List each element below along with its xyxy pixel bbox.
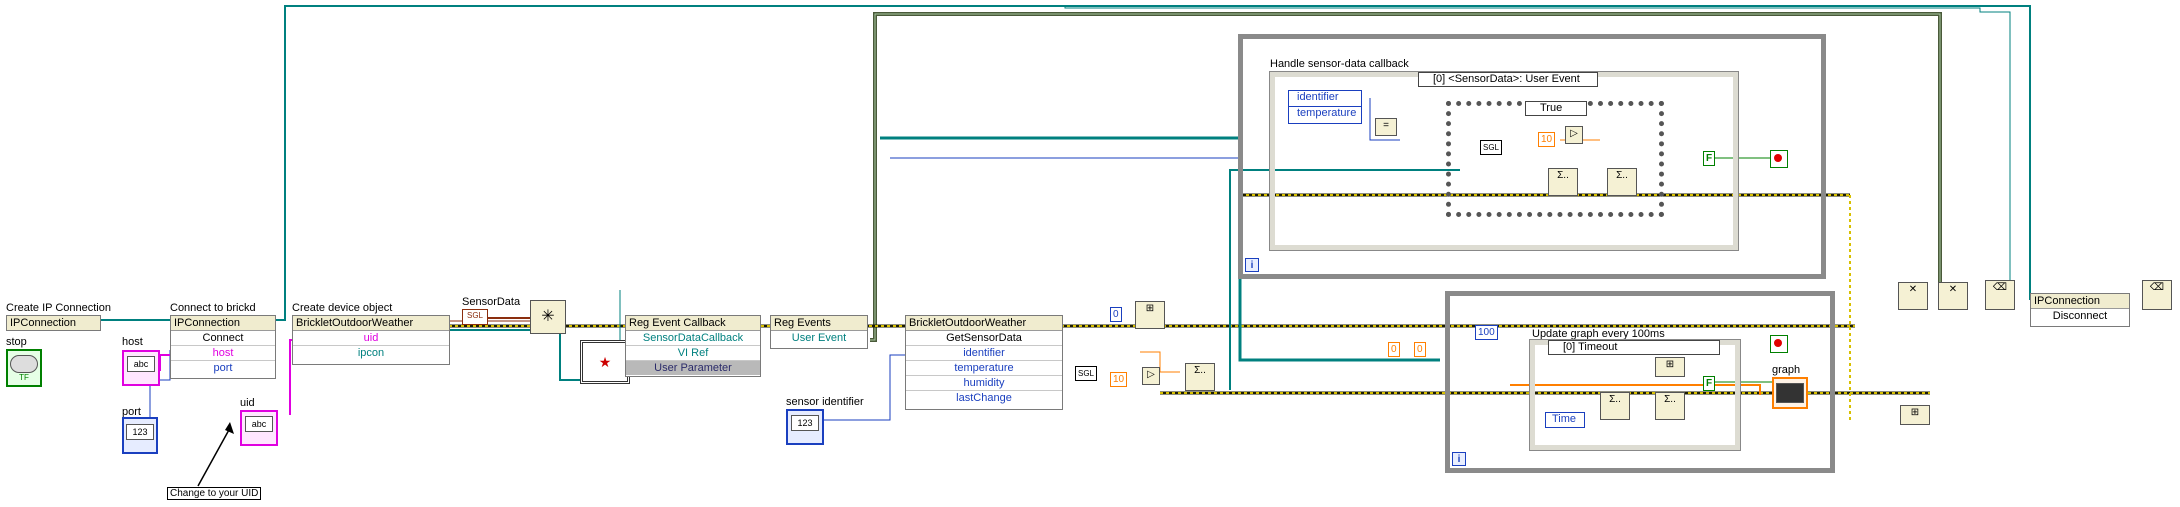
case-structure [1446,101,1664,217]
dequeue-node-2[interactable]: Σ.. [1655,392,1685,420]
node-title: IPConnection [2031,294,2129,309]
case-selector[interactable]: True [1525,101,1587,116]
node-title: IPConnection [171,316,275,331]
sensor-data-cluster-constant: SGL [462,309,488,325]
static-vi-reference[interactable]: ★ [580,340,630,384]
stop-terminal [1770,150,1788,168]
inner-compare-node[interactable]: ▷ [1565,126,1583,144]
ipcon-input: ipcon [357,347,385,359]
time-field: Time [1545,412,1585,428]
inner-to-sgl-node: SGL [1480,140,1503,155]
destroy-user-event-node[interactable]: ✕ [1898,282,1928,310]
sensor-data-label: SensorData [462,296,521,308]
close-reference-node[interactable]: ⌫ [1985,280,2015,310]
stop-label: stop [6,336,27,348]
dequeue-node[interactable]: Σ.. [1600,392,1630,420]
port-input: port [213,362,233,374]
bricklet-constructor-node[interactable]: BrickletOutdoorWeather uid ipcon [292,315,450,365]
temperature-field: temperature [1297,107,1357,119]
node-title: BrickletOutdoorWeather [906,316,1062,331]
connect-brickd-label: Connect to brickd [170,302,256,314]
bundle-node[interactable]: ⊞ [1655,357,1685,377]
ipconnection-constructor-node[interactable]: IPConnection [6,315,101,331]
inner-const-ten: 10 [1538,132,1556,147]
event-structure-timeout [1529,339,1741,451]
vi-ref-row: VI Ref [626,346,760,361]
create-ip-label: Create IP Connection [6,302,111,314]
const-zero: 0 [1110,307,1122,322]
graph-label: graph [1772,364,1801,376]
event-reg-wire-inner [870,13,1941,341]
inner-enqueue-node[interactable]: Σ.. [1548,168,1578,196]
node-title: BrickletOutdoorWeather [293,316,449,331]
while-loop-graph: i [1445,291,1835,473]
user-event-row: User Event [791,332,847,344]
false-constant: F [1703,151,1716,166]
to-sgl-node: SGL [1075,366,1098,381]
identifier-output: identifier [906,346,1062,361]
comment-arrow [197,422,234,487]
timeout-stop-terminal [1770,335,1788,353]
identifier-field: identifier [1289,91,1361,107]
refnum-wire-top2 [1064,6,2011,300]
handle-callback-label: Handle sensor-data callback [1270,58,1409,70]
uid-label: uid [240,397,255,409]
while-loop-events: i [1238,34,1826,279]
last-change-output: lastChange [956,392,1012,404]
temperature-output: temperature [906,361,1062,376]
iteration-terminal: i [1452,452,1466,466]
uid-comment: Change to your UID [167,487,262,500]
uid-input: uid [293,331,449,346]
equal-node[interactable]: = [1375,118,1397,136]
compare-node[interactable]: ▷ [1142,367,1160,385]
init-const-0b: 0 [1414,342,1426,357]
create-device-label: Create device object [292,302,393,314]
node-method: GetSensorData [906,331,1062,346]
user-parameter-row: User Parameter [626,361,760,375]
event-data-node: identifier temperature [1288,90,1362,124]
timeout-case-selector[interactable]: [0] Timeout [1548,340,1720,355]
sensor-identifier-terminal[interactable]: 123 [786,409,824,445]
node-title: IPConnection [7,316,100,330]
uid-control-terminal[interactable]: abc [240,410,278,446]
port-label: port [122,406,141,418]
reg-event-callback-node[interactable]: Reg Event Callback SensorDataCallback VI… [625,315,761,377]
inner-enqueue-node-2[interactable]: Σ.. [1607,168,1637,196]
const-ten: 10 [1110,372,1128,387]
host-control-terminal[interactable]: abc [122,350,160,386]
iteration-terminal: i [1245,258,1259,272]
graph-indicator-terminal[interactable] [1772,377,1808,409]
host-label: host [122,336,143,348]
sensor-identifier-label: sensor identifier [786,396,864,408]
timeout-false-constant: F [1703,376,1716,391]
init-const-0a: 0 [1388,342,1400,357]
node-method: Disconnect [2052,310,2108,322]
timeout-const-100: 100 [1475,325,1498,340]
update-graph-label: Update graph every 100ms [1532,328,1665,340]
humidity-output: humidity [906,376,1062,391]
enqueue-node[interactable]: Σ.. [1185,363,1215,391]
unregister-events-node[interactable]: ✕ [1938,282,1968,310]
bricklet-get-sensor-data-node[interactable]: BrickletOutdoorWeather GetSensorData ide… [905,315,1063,410]
port-control-terminal[interactable]: 123 [122,417,158,454]
callback-row: SensorDataCallback [626,331,760,346]
final-close-reference-node[interactable]: ⌫ [2142,280,2172,310]
host-input: host [171,346,275,361]
ipconnection-connect-node[interactable]: IPConnection Connect host port [170,315,276,379]
build-queue-node[interactable]: ⊞ [1135,301,1165,329]
reg-events-node[interactable]: Reg Events User Event [770,315,868,349]
node-title: Reg Events [771,316,867,331]
node-method: Connect [171,331,275,346]
stop-control-terminal[interactable]: TF [6,349,42,387]
ipconnection-disconnect-node[interactable]: IPConnection Disconnect [2030,293,2130,327]
event-case-selector[interactable]: [0] <SensorData>: User Event [1418,72,1598,87]
create-user-event-node[interactable]: ✳ [530,300,566,334]
release-queue-node[interactable]: ⊞ [1900,405,1930,425]
node-title: Reg Event Callback [626,316,760,331]
